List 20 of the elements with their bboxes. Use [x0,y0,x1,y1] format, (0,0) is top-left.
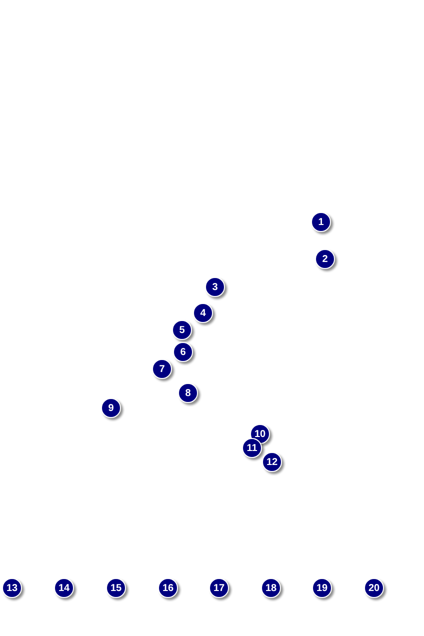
callout-number: 7 [152,359,172,379]
callout-number: 4 [193,303,213,323]
callout-number: 9 [101,398,121,418]
callout-number: 11 [242,438,262,458]
callout-number: 14 [54,578,74,598]
callout-number: 3 [205,277,225,297]
callout-number: 20 [364,578,384,598]
callout-number: 12 [262,452,282,472]
callout-number: 8 [178,383,198,403]
callout-number: 10 [250,424,270,444]
callout-number: 18 [261,578,281,598]
callout-number: 2 [315,249,335,269]
callout-number: 5 [172,320,192,340]
callout-number: 19 [312,578,332,598]
callout-number: 6 [173,342,193,362]
callout-number: 13 [2,578,22,598]
callout-number: 1 [311,212,331,232]
callout-number: 15 [106,578,126,598]
callout-number: 17 [209,578,229,598]
callout-number: 16 [158,578,178,598]
